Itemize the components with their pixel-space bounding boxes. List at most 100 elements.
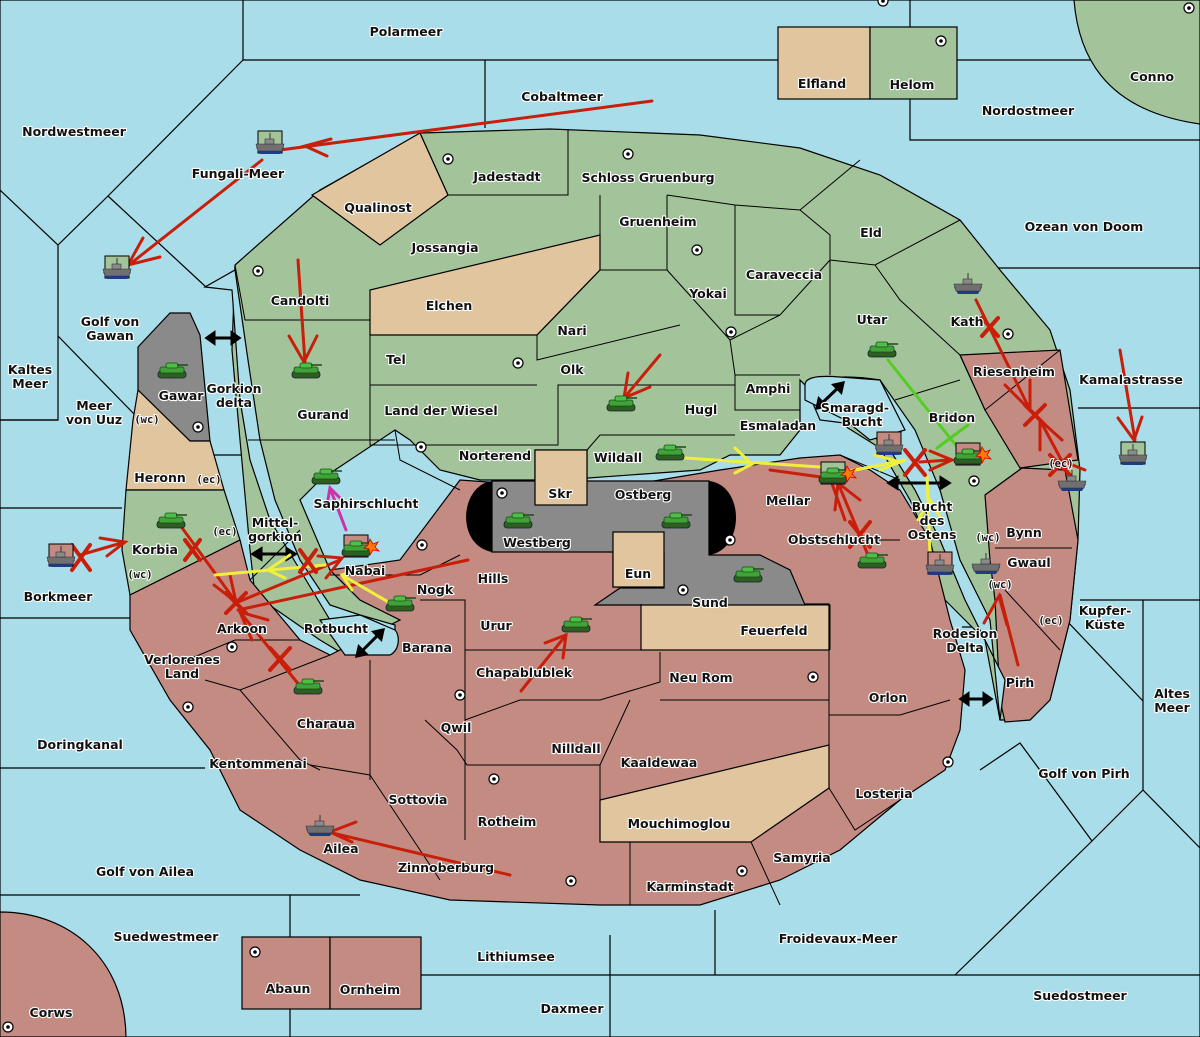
army-unit-urur[interactable] [561,616,592,633]
army-unit-wildall[interactable] [655,444,686,461]
sea-label-des[interactable]: des [918,512,945,529]
territory-label-corws[interactable]: Corws [28,1004,73,1021]
territory-label-candolti[interactable]: Candolti [270,292,331,309]
fleet-unit-bucht-des-ostens[interactable] [925,551,955,575]
sea-label-delta[interactable]: Delta [945,639,985,656]
sea-label-froidevaux-meer[interactable]: Froidevaux-Meer [778,930,900,947]
territory-label-caraveccia[interactable]: Caraveccia [745,266,824,283]
territory-corws[interactable] [0,911,127,1037]
territory-label-kentommenai[interactable]: Kentommenai [208,755,308,772]
fleet-unit-golf-von-gawan[interactable] [102,255,132,279]
fleet-unit-gwaul-wc[interactable] [971,553,1001,574]
sea-label-altes[interactable]: Altes [1153,685,1191,702]
territory-label-korbia[interactable]: Korbia [131,541,179,558]
army-unit-korbia[interactable] [156,512,187,529]
territory-label-chapablublek[interactable]: Chapablublek [475,664,574,681]
army-unit-gawar[interactable] [157,362,188,379]
territory-label-gawar[interactable]: Gawar [157,387,205,404]
territory-label-sund[interactable]: Sund [691,594,729,611]
territory-label-land-der-wiesel[interactable]: Land der Wiesel [383,402,498,419]
territory-label-karminstadt[interactable]: Karminstadt [645,878,734,895]
territory-label-jossangia[interactable]: Jossangia [409,239,479,256]
fleet-unit-ailea[interactable] [305,815,335,836]
territory-label-jadestadt[interactable]: Jadestadt [471,168,542,185]
territory-label-riesenheim[interactable]: Riesenheim [972,363,1056,380]
territory-label-nabai[interactable]: Nabai [344,562,387,579]
territory-label-bridon[interactable]: Bridon [928,409,977,426]
sea-label-bucht[interactable]: Bucht [911,498,954,515]
army-unit-sund[interactable] [733,566,764,583]
territory-label-helom[interactable]: Helom [888,76,935,93]
territory-label-skr[interactable]: Skr [547,485,574,502]
territory-label-obstschlucht[interactable]: Obstschlucht [787,531,881,548]
territory-label-elchen[interactable]: Elchen [425,297,474,314]
sea-label-smaragd[interactable]: Smaragd- [820,399,890,416]
territory-label-samyria[interactable]: Samyria [772,849,832,866]
territory-label-hugl[interactable]: Hugl [684,401,719,418]
fleet-unit-kath[interactable] [953,273,983,294]
territory-label-hills[interactable]: Hills [477,570,510,587]
territory-label-orlon[interactable]: Orlon [868,689,909,706]
army-unit-obstschlucht[interactable] [857,552,888,569]
sea-label-lithiumsee[interactable]: Lithiumsee [476,948,556,965]
territory-label-eld[interactable]: Eld [859,224,883,241]
fleet-unit-riesenheim-ec[interactable] [1057,470,1087,491]
territory-label-nilldall[interactable]: Nilldall [550,740,601,757]
territory-label-qwil[interactable]: Qwil [440,719,473,736]
army-unit-westberg[interactable] [503,512,534,529]
territory-label-norterend[interactable]: Norterend [458,447,532,464]
territory-label-charaua[interactable]: Charaua [296,715,357,732]
sea-label-kamalastrasse[interactable]: Kamalastrasse [1078,371,1184,388]
sea-label-golf-von-ailea[interactable]: Golf von Ailea [95,863,195,880]
territory-label-verlorenes[interactable]: Verlorenes [143,651,221,668]
territory-label-bynn[interactable]: Bynn [1005,524,1043,541]
sea-label-kaltes[interactable]: Kaltes [7,361,54,378]
territory-label-kaaldewaa[interactable]: Kaaldewaa [620,754,699,771]
territory-label-tel[interactable]: Tel [385,351,407,368]
sea-label-gorkion[interactable]: gorkion [247,528,303,545]
territory-label-elfland[interactable]: Elfland [797,75,848,92]
territory-label-schloss-gruenburg[interactable]: Schloss Gruenburg [580,169,715,186]
sea-label-rodesion[interactable]: Rodesion [931,625,998,642]
sea-label-golf-von-pirh[interactable]: Golf von Pirh [1037,765,1131,782]
territory-label-nogk[interactable]: Nogk [416,581,455,598]
army-unit-bridon[interactable] [953,442,993,466]
territory-label-utar[interactable]: Utar [856,311,890,328]
territory-label-losteria[interactable]: Losteria [854,785,914,802]
army-unit-gurand[interactable] [291,362,322,379]
territory-label-olk[interactable]: Olk [559,361,585,378]
sea-label-kupfer[interactable]: Kupfer- [1078,602,1133,619]
territory-label-mellar[interactable]: Mellar [765,492,812,509]
territory-label-mouchimoglou[interactable]: Mouchimoglou [626,815,731,832]
territory-label-neu-rom[interactable]: Neu Rom [668,669,734,686]
fleet-unit-fungali-meer[interactable] [255,130,285,154]
territory-label-wildall[interactable]: Wildall [593,449,644,466]
army-unit-nogk[interactable] [385,595,416,612]
territory-label-gurand[interactable]: Gurand [296,406,350,423]
sea-label-nordostmeer[interactable]: Nordostmeer [981,102,1076,119]
territory-label-barana[interactable]: Barana [401,639,453,656]
army-unit-saphirschlucht[interactable] [311,468,342,485]
army-unit-mellar[interactable] [818,461,858,485]
army-unit-nabai[interactable] [341,534,381,558]
sea-label-mittel[interactable]: Mittel- [251,514,300,531]
territory-label-eun[interactable]: Eun [624,565,653,582]
territory-label-amphi[interactable]: Amphi [744,380,791,397]
territory-label-gwaul[interactable]: Gwaul [1006,554,1052,571]
territory-conno[interactable] [1073,0,1200,125]
sea-label-borkmeer[interactable]: Borkmeer [23,588,95,605]
territory-label-nari[interactable]: Nari [556,322,588,339]
territory-label-ornheim[interactable]: Ornheim [339,981,402,998]
territory-label-conno[interactable]: Conno [1129,68,1176,85]
territory-label-westberg[interactable]: Westberg [502,534,572,551]
territory-label-heronn[interactable]: Heronn [133,469,187,486]
sea-label-ozean-von-doom[interactable]: Ozean von Doom [1024,218,1145,235]
army-unit-utar[interactable] [867,341,898,358]
sea-label-suedostmeer[interactable]: Suedostmeer [1032,987,1129,1004]
territory-label-sottovia[interactable]: Sottovia [387,791,448,808]
sea-label-ostens[interactable]: Ostens [906,526,957,543]
army-unit-ostberg[interactable] [661,512,692,529]
territory-ornheim[interactable] [329,936,422,1010]
sea-label-daxmeer[interactable]: Daxmeer [539,1000,605,1017]
